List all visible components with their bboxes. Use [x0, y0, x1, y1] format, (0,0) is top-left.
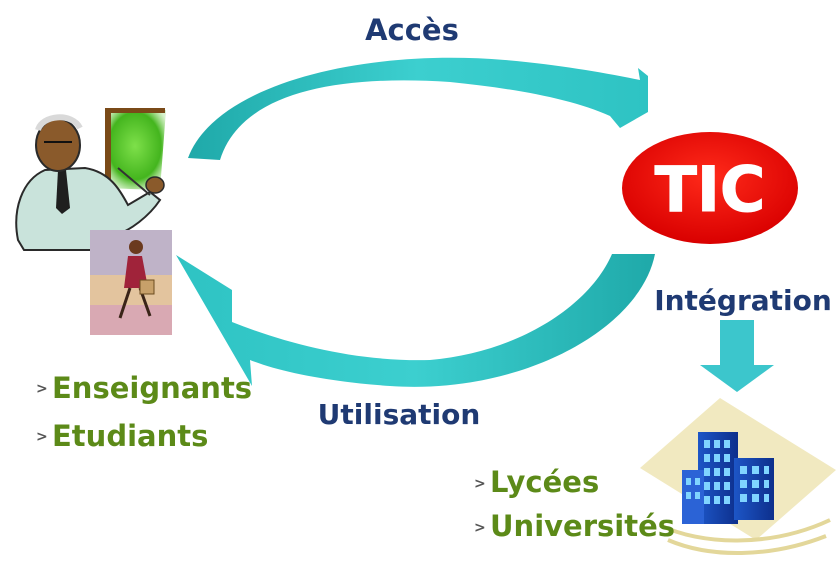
list-item-enseignants: Enseignants [52, 371, 252, 405]
bullet-icon: > [36, 429, 48, 445]
integration-label: Intégration [654, 284, 832, 317]
users-list: > Enseignants > Etudiants [36, 371, 252, 453]
access-arrow [188, 57, 648, 160]
teacher-icon [15, 108, 166, 251]
utilisation-label: Utilisation [318, 398, 481, 431]
bullet-icon: > [474, 476, 486, 492]
bullet-icon: > [474, 520, 486, 536]
list-item-lycees: Lycées [490, 465, 599, 499]
institutions-list: > Lycées > Universités [474, 465, 675, 543]
utilisation-arrow [176, 254, 655, 387]
list-item-universites: Universités [490, 509, 675, 543]
bullet-icon: > [36, 381, 48, 397]
tic-node: TIC [622, 132, 798, 244]
integration-arrow [700, 320, 774, 392]
tic-label: TIC [655, 153, 766, 226]
list-item-etudiants: Etudiants [52, 419, 208, 453]
building-icon [640, 398, 836, 556]
access-label: Accès [365, 13, 459, 47]
student-icon [90, 230, 172, 335]
